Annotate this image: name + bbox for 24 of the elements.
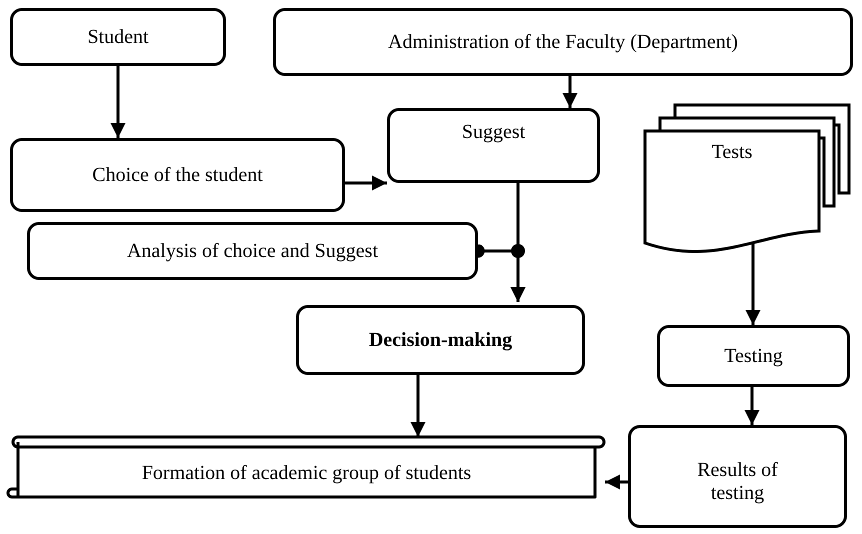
process-box	[387, 108, 600, 183]
arrow	[110, 66, 126, 138]
process-box	[10, 8, 226, 66]
arrow	[744, 387, 760, 425]
arrow	[343, 176, 387, 190]
process-box	[10, 138, 345, 212]
arrow	[562, 76, 578, 108]
box-label: Results of testing	[696, 458, 779, 504]
box-label: Administration of the Faculty (Department)	[388, 30, 738, 54]
box-label: Student	[87, 26, 149, 48]
process-box	[27, 222, 478, 280]
process-box	[657, 325, 850, 387]
box-label: Decision-making	[368, 328, 512, 352]
arrow	[605, 474, 628, 490]
box-label: Suggest	[462, 121, 526, 144]
arrow	[410, 375, 426, 437]
box-label: Formation of academic group of students	[142, 462, 472, 485]
box-label: Analysis of choice and Suggest	[126, 240, 378, 262]
box-label: Choice of the student	[92, 164, 263, 186]
process-box	[296, 305, 585, 375]
box-label: Tests	[712, 141, 752, 164]
process-box	[273, 8, 853, 76]
box-label: Testing	[724, 344, 783, 368]
process-box	[628, 425, 847, 528]
